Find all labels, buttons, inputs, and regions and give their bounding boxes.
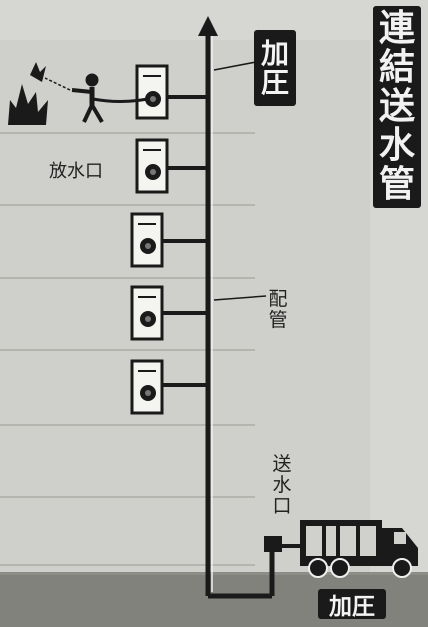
title-char: 水 bbox=[378, 124, 415, 166]
pressure-label-top: 加 圧 bbox=[254, 30, 296, 106]
pressure-top-char: 圧 bbox=[260, 66, 289, 99]
building-wall bbox=[0, 40, 370, 580]
water-inlet bbox=[264, 536, 282, 552]
arrow-up-icon bbox=[198, 16, 218, 36]
pump-truck-icon bbox=[282, 520, 418, 578]
discharge-outlet-1 bbox=[135, 64, 169, 120]
pressure-top-pointer bbox=[213, 61, 257, 71]
pipe-label-char: 配 bbox=[268, 288, 288, 310]
discharge-outlet-3 bbox=[130, 212, 164, 268]
pressure-top-char: 加 bbox=[260, 36, 289, 70]
branch-lines bbox=[160, 95, 208, 387]
pressure-label-bottom: 加圧 bbox=[318, 589, 386, 620]
title-char: 結 bbox=[378, 47, 415, 89]
title-char: 管 bbox=[378, 163, 415, 205]
discharge-outlet-label: 放水口 bbox=[49, 161, 103, 182]
pipe-label: 配 管 bbox=[267, 289, 289, 331]
discharge-outlet-2 bbox=[135, 138, 169, 194]
discharge-outlet-4 bbox=[130, 285, 164, 341]
fire-hose bbox=[92, 97, 149, 103]
pipe-pointer bbox=[213, 295, 267, 301]
water-inlet-label: 送 水 口 bbox=[271, 454, 293, 517]
title-box: 連 結 送 水 管 bbox=[373, 6, 421, 208]
firefighter-icon bbox=[71, 73, 104, 124]
discharge-outlet-5 bbox=[130, 359, 164, 415]
title-char: 送 bbox=[378, 85, 415, 127]
fire-icon bbox=[8, 62, 48, 125]
inlet-label-char: 口 bbox=[272, 494, 292, 517]
inlet-label-char: 送 bbox=[272, 453, 292, 475]
pipe-label-char: 管 bbox=[268, 308, 288, 331]
title-char: 連 bbox=[378, 8, 415, 50]
inlet-label-char: 水 bbox=[272, 473, 292, 496]
